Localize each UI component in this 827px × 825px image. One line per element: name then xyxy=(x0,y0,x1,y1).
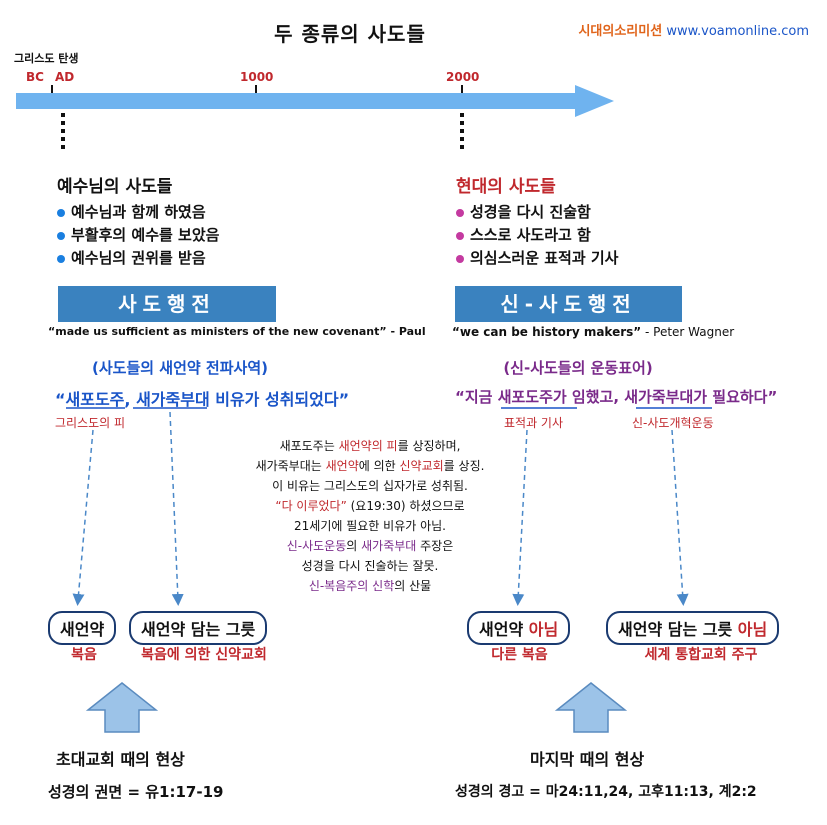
slogan-term-a: 새포도주 xyxy=(65,390,125,409)
right-label-a: 표적과 기사 xyxy=(504,416,564,430)
list-item: 성경을 다시 진술함 xyxy=(456,201,618,222)
right-label-b: 신-사도개혁운동 xyxy=(632,416,714,430)
under-other-gospel: 다른 복음 xyxy=(491,647,548,663)
pill-not-covenant-vessel: 새언약 담는 그릇 아님 xyxy=(606,611,780,645)
slogan-term-b: 새가죽부대가 xyxy=(624,388,708,406)
right-banner: 신-사도행전 xyxy=(455,286,682,322)
left-heading: 예수님의 사도들 xyxy=(57,177,173,197)
slogan-term-b: 새가죽부대 xyxy=(136,390,210,409)
bullet-dot-icon xyxy=(456,254,464,263)
brand-url[interactable]: www.voamonline.com xyxy=(666,24,809,39)
slogan-term-a: 새포도주가 xyxy=(497,388,567,406)
pill-covenant-vessel: 새언약 담는 그릇 xyxy=(129,611,268,645)
arrow-right-a xyxy=(512,429,528,606)
list-item: 예수님과 함께 하였음 xyxy=(57,201,219,222)
left-foot-sub: 성경의 권면 = 유1:17-19 xyxy=(48,783,224,801)
bullet-dot-icon xyxy=(456,231,464,240)
tick-ad: AD xyxy=(55,70,75,84)
bullet-dot-icon xyxy=(456,208,464,217)
brand-korean: 시대의소리미션 xyxy=(578,24,663,39)
arrow-left-b xyxy=(169,411,184,606)
right-quote: “we can be history makers” - Peter Wagne… xyxy=(452,325,735,339)
pill-not-new-covenant: 새언약 아님 xyxy=(467,611,571,645)
page-title: 두 종류의 사도들 xyxy=(274,22,426,46)
right-sub: (신-사도들의 운동표어) xyxy=(503,359,653,377)
tick-bc: BC xyxy=(26,70,44,84)
left-quote: “made us sufficient as ministers of the … xyxy=(48,325,426,338)
list-item: 의심스러운 표적과 기사 xyxy=(456,247,618,268)
bullet-dot-icon xyxy=(57,254,65,263)
bullet-dot-icon xyxy=(57,231,65,240)
tick-2000: 2000 xyxy=(446,70,480,84)
right-heading: 현대의 사도들 xyxy=(456,177,556,197)
up-arrow-left xyxy=(85,682,159,733)
left-sub: (사도들의 새언약 전파사역) xyxy=(92,359,268,377)
up-arrow-right xyxy=(554,682,628,733)
tick-1000: 1000 xyxy=(240,70,274,84)
under-world-church: 세계 통합교회 주구 xyxy=(644,647,758,663)
brand[interactable]: 시대의소리미션 www.voamonline.com xyxy=(578,20,809,39)
center-explanation: 새포도주는 새언약의 피를 상징하며, 새가죽부대는 새언약에 의한 신약교회를… xyxy=(255,439,485,593)
bullet-dot-icon xyxy=(57,208,65,217)
list-item: 예수님의 권위를 받음 xyxy=(57,247,219,268)
arrow-right-b xyxy=(671,429,689,606)
left-banner: 사도행전 xyxy=(58,286,276,322)
right-slogan: “지금 새포도주가 임했고, 새가죽부대가 필요하다” xyxy=(455,388,778,406)
right-bullets: 성경을 다시 진술함 스스로 사도라고 함 의심스러운 표적과 기사 xyxy=(456,201,618,268)
pill-new-covenant: 새언약 xyxy=(48,611,117,645)
timeline-arrow xyxy=(16,85,614,117)
under-gospel: 복음 xyxy=(71,647,97,663)
right-foot-sub: 성경의 경고 = 마24:11,24, 고후11:13, 계2:2 xyxy=(455,784,757,800)
left-label-a: 그리스도의 피 xyxy=(55,416,126,430)
right-foot-heading: 마지막 때의 현상 xyxy=(530,750,645,769)
list-item: 스스로 사도라고 함 xyxy=(456,224,618,245)
timeline-start-label: 그리스도 탄생 xyxy=(14,52,79,65)
under-nt-church: 복음에 의한 신약교회 xyxy=(141,647,267,663)
arrow-left-a xyxy=(72,429,94,606)
list-item: 부활후의 예수를 보았음 xyxy=(57,224,219,245)
left-bullets: 예수님과 함께 하였음 부활후의 예수를 보았음 예수님의 권위를 받음 xyxy=(57,201,219,268)
left-foot-heading: 초대교회 때의 현상 xyxy=(56,750,185,769)
left-slogan: “새포도주, 새가죽부대 비유가 성취되었다” xyxy=(55,390,350,409)
